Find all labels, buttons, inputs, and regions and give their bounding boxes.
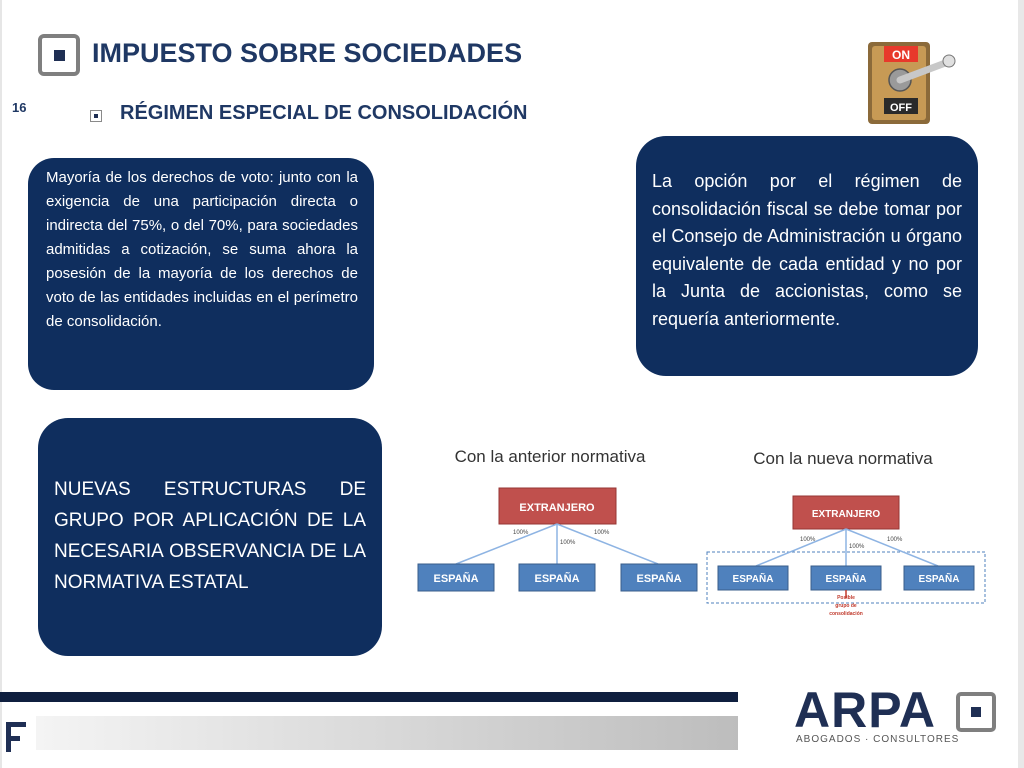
footer-gray-band xyxy=(36,716,738,750)
previous-edge-left xyxy=(455,523,558,565)
board-option-box: La opción por el régimen de consolidació… xyxy=(636,136,978,376)
new-parent-label: EXTRANJERO xyxy=(812,509,881,520)
new-child-node-2 xyxy=(810,565,882,591)
group-label-line-2: grupo de xyxy=(835,603,857,609)
slide-number: 16 xyxy=(12,100,27,115)
brand-name: ARPA xyxy=(794,682,936,738)
switch-lever xyxy=(896,58,952,84)
group-label-line-3: consolidación xyxy=(829,611,863,617)
group-label-line-1: Posible xyxy=(837,595,855,601)
previous-child-node-1 xyxy=(417,563,495,592)
new-child-label-3: ESPAÑA xyxy=(919,572,960,585)
group-structure-diagram: Con la anterior normativa EXTRANJERO 100… xyxy=(417,447,986,617)
previous-edge-right xyxy=(556,523,659,565)
slide-title: IMPUESTO SOBRE SOCIEDADES xyxy=(92,38,523,68)
slide-subtitle: RÉGIMEN ESPECIAL DE CONSOLIDACIÓN xyxy=(120,102,528,124)
new-child-label-2: ESPAÑA xyxy=(826,572,867,585)
previous-child-label-2: ESPAÑA xyxy=(534,572,579,585)
consolidation-group-outline xyxy=(706,551,986,604)
brand-square-logo xyxy=(956,692,996,732)
previous-child-node-3 xyxy=(620,563,698,592)
footer-dark-bar xyxy=(0,692,738,702)
new-edge-right xyxy=(845,528,939,567)
new-parent-node xyxy=(792,495,900,530)
previous-edge-label-center: 100% xyxy=(560,540,576,546)
previous-child-label-3: ESPAÑA xyxy=(636,572,681,585)
previous-edge-label-left: 100% xyxy=(513,530,529,536)
new-child-label-1: ESPAÑA xyxy=(733,572,774,585)
brand-tagline: ABOGADOS · CONSULTORES xyxy=(796,734,960,745)
switch-on-label: ON xyxy=(892,48,910,62)
new-edge-left xyxy=(755,528,847,567)
slide-right-border xyxy=(1018,0,1024,768)
previous-regime-heading: Con la anterior normativa xyxy=(455,447,646,466)
new-child-node-1 xyxy=(717,565,789,591)
previous-child-label-1: ESPAÑA xyxy=(433,572,478,585)
footer-corner-logo-icon xyxy=(6,722,26,752)
square-bullet-icon xyxy=(90,110,102,122)
new-edge-label-right: 100% xyxy=(887,537,903,543)
switch-on-plate xyxy=(884,46,918,62)
new-edge-label-center: 100% xyxy=(849,544,865,550)
previous-parent-node xyxy=(498,487,617,525)
previous-parent-label: EXTRANJERO xyxy=(519,502,595,514)
on-off-switch-icon: ON OFF xyxy=(868,42,956,124)
switch-off-label: OFF xyxy=(890,102,912,114)
new-edge-label-left: 100% xyxy=(800,537,816,543)
previous-child-node-2 xyxy=(518,563,596,592)
previous-edge-label-right: 100% xyxy=(594,530,610,536)
switch-lever-tip xyxy=(942,54,956,68)
slide-left-border xyxy=(0,0,2,768)
title-square-logo xyxy=(38,34,80,76)
switch-off-plate xyxy=(884,98,918,114)
new-structures-box: NUEVAS ESTRUCTURAS DE GRUPO POR APLICACI… xyxy=(38,418,382,656)
new-regime-heading: Con la nueva normativa xyxy=(753,449,933,468)
voting-rights-box: Mayoría de los derechos de voto: junto c… xyxy=(28,158,374,390)
new-child-node-3 xyxy=(903,565,975,591)
